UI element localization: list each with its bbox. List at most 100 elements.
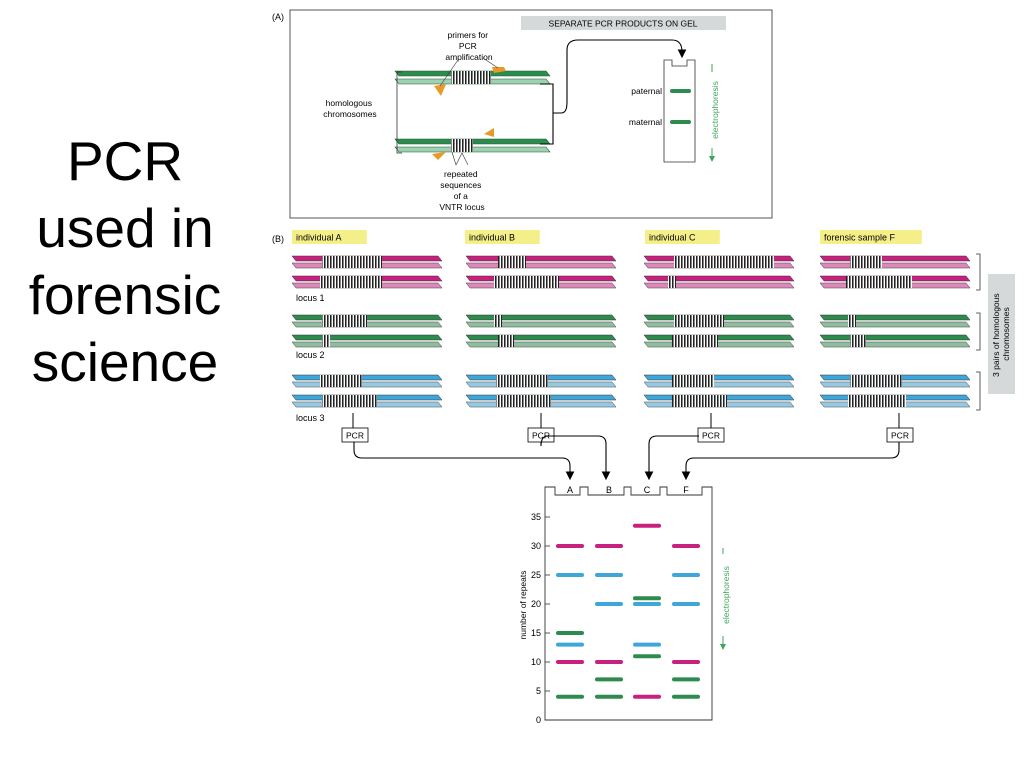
chromosome xyxy=(643,334,795,348)
pairs-label: 3 pairs of homologous chromosomes xyxy=(991,291,1011,377)
pcr-box xyxy=(697,427,725,443)
locus-3-label: locus 3 xyxy=(296,413,325,423)
arrow-c xyxy=(644,435,699,481)
gel-band xyxy=(633,654,661,659)
gel-band xyxy=(556,694,584,699)
y-tick-label: 0 xyxy=(536,715,541,725)
vntr-repeat-region xyxy=(850,335,866,347)
individual-label-bg xyxy=(465,230,540,244)
gel-band xyxy=(595,544,623,548)
vntr-repeat-region xyxy=(672,375,714,387)
paternal-label: paternal xyxy=(631,86,662,96)
y-tick-label: 10 xyxy=(531,657,541,667)
pcr-label: PCR xyxy=(346,431,364,441)
chromosome xyxy=(819,334,971,348)
vntr-repeat-region xyxy=(672,335,718,347)
homologous-bracket xyxy=(396,71,402,154)
vntr-repeat-region xyxy=(320,375,362,387)
maternal-label: maternal xyxy=(629,117,662,127)
vntr-repeat-region xyxy=(451,71,491,84)
individual-label: individual A xyxy=(296,233,342,243)
gel-header: SEPARATE PCR PRODUCTS ON GEL xyxy=(549,19,698,29)
chromosome xyxy=(819,374,971,388)
vntr-repeat-region xyxy=(674,315,724,327)
chromosome xyxy=(465,394,617,408)
chromosome-rows xyxy=(291,255,971,408)
chromosome xyxy=(291,275,443,289)
pcr-label: PCR xyxy=(532,431,550,441)
vntr-repeat-region xyxy=(451,139,473,152)
individual-label-bg xyxy=(820,230,922,244)
chromosome xyxy=(643,394,795,408)
chromosome xyxy=(291,394,443,408)
vntr-repeat-region xyxy=(846,276,912,288)
vntr-repeat-region xyxy=(496,375,548,387)
pair-brackets xyxy=(976,253,981,411)
chromosome xyxy=(465,314,617,328)
vntr-repeat-region xyxy=(322,256,382,268)
arrow-b xyxy=(540,435,611,481)
gel-band xyxy=(556,642,584,647)
lane-label: B xyxy=(606,485,612,495)
repeated-sequences-label: repeated sequences of a VNTR locus xyxy=(439,169,484,212)
connector-line xyxy=(540,55,568,145)
y-tick-label: 5 xyxy=(536,686,541,696)
vntr-repeat-region xyxy=(320,276,382,288)
gel-band xyxy=(595,660,623,664)
gel-band xyxy=(633,523,661,528)
gel-band xyxy=(672,694,700,699)
to-gel-arrow xyxy=(566,39,687,59)
vntr-repeat-region xyxy=(322,395,377,407)
chromosome xyxy=(819,394,971,408)
gel-band xyxy=(556,631,584,635)
vntr-repeat-region xyxy=(850,375,902,387)
gel-band xyxy=(633,596,661,601)
panel-b-label: (B) xyxy=(272,234,284,244)
gel-header-bg xyxy=(521,16,726,30)
locus-1-label: locus 1 xyxy=(296,293,325,303)
chromosome xyxy=(643,314,795,328)
locus-2-label: locus 2 xyxy=(296,350,325,360)
vntr-repeat-region xyxy=(848,395,906,407)
mini-gel xyxy=(663,59,696,163)
chromosome xyxy=(291,255,443,269)
vntr-repeat-region xyxy=(674,256,774,268)
chromosome xyxy=(465,255,617,269)
chromosome xyxy=(819,275,971,289)
slide-title: PCR used in forensic science xyxy=(0,128,250,396)
individual-label: individual B xyxy=(469,233,515,243)
lane-label: A xyxy=(567,485,573,495)
vntr-repeat-region xyxy=(496,395,551,407)
electrophoresis-label-a: electrophoresis xyxy=(710,81,720,139)
title-line-2: used in xyxy=(36,197,214,259)
homologous-label: homologous chromosomes xyxy=(323,98,376,119)
gel-band xyxy=(633,642,661,647)
vntr-repeat-region xyxy=(494,315,502,327)
pcr-box xyxy=(886,427,914,443)
gel-band xyxy=(672,573,700,577)
gel-band xyxy=(595,573,623,577)
y-tick-label: 25 xyxy=(531,570,541,580)
electrophoresis-label-b: electrophoresis xyxy=(721,566,731,624)
lane-label: C xyxy=(644,485,651,495)
chromosome xyxy=(465,275,617,289)
primers-label: primers for PCR amplification xyxy=(445,30,493,62)
gel-band xyxy=(672,602,700,606)
gel-band xyxy=(672,677,700,682)
individual-label: individual C xyxy=(649,233,696,243)
chromosome xyxy=(465,374,617,388)
chromosome xyxy=(819,314,971,328)
title-line-3: forensic xyxy=(28,264,222,326)
gel-band xyxy=(556,573,584,577)
panel-b: (B) individual A individual B individual C… xyxy=(272,230,1015,725)
vntr-repeat-region xyxy=(322,315,367,327)
chromosome xyxy=(643,374,795,388)
individual-label-bg xyxy=(645,230,720,244)
chromosome-maternal xyxy=(394,138,551,153)
chromosome xyxy=(291,334,443,348)
chromosome xyxy=(291,314,443,328)
panel-a-label: (A) xyxy=(272,12,284,22)
